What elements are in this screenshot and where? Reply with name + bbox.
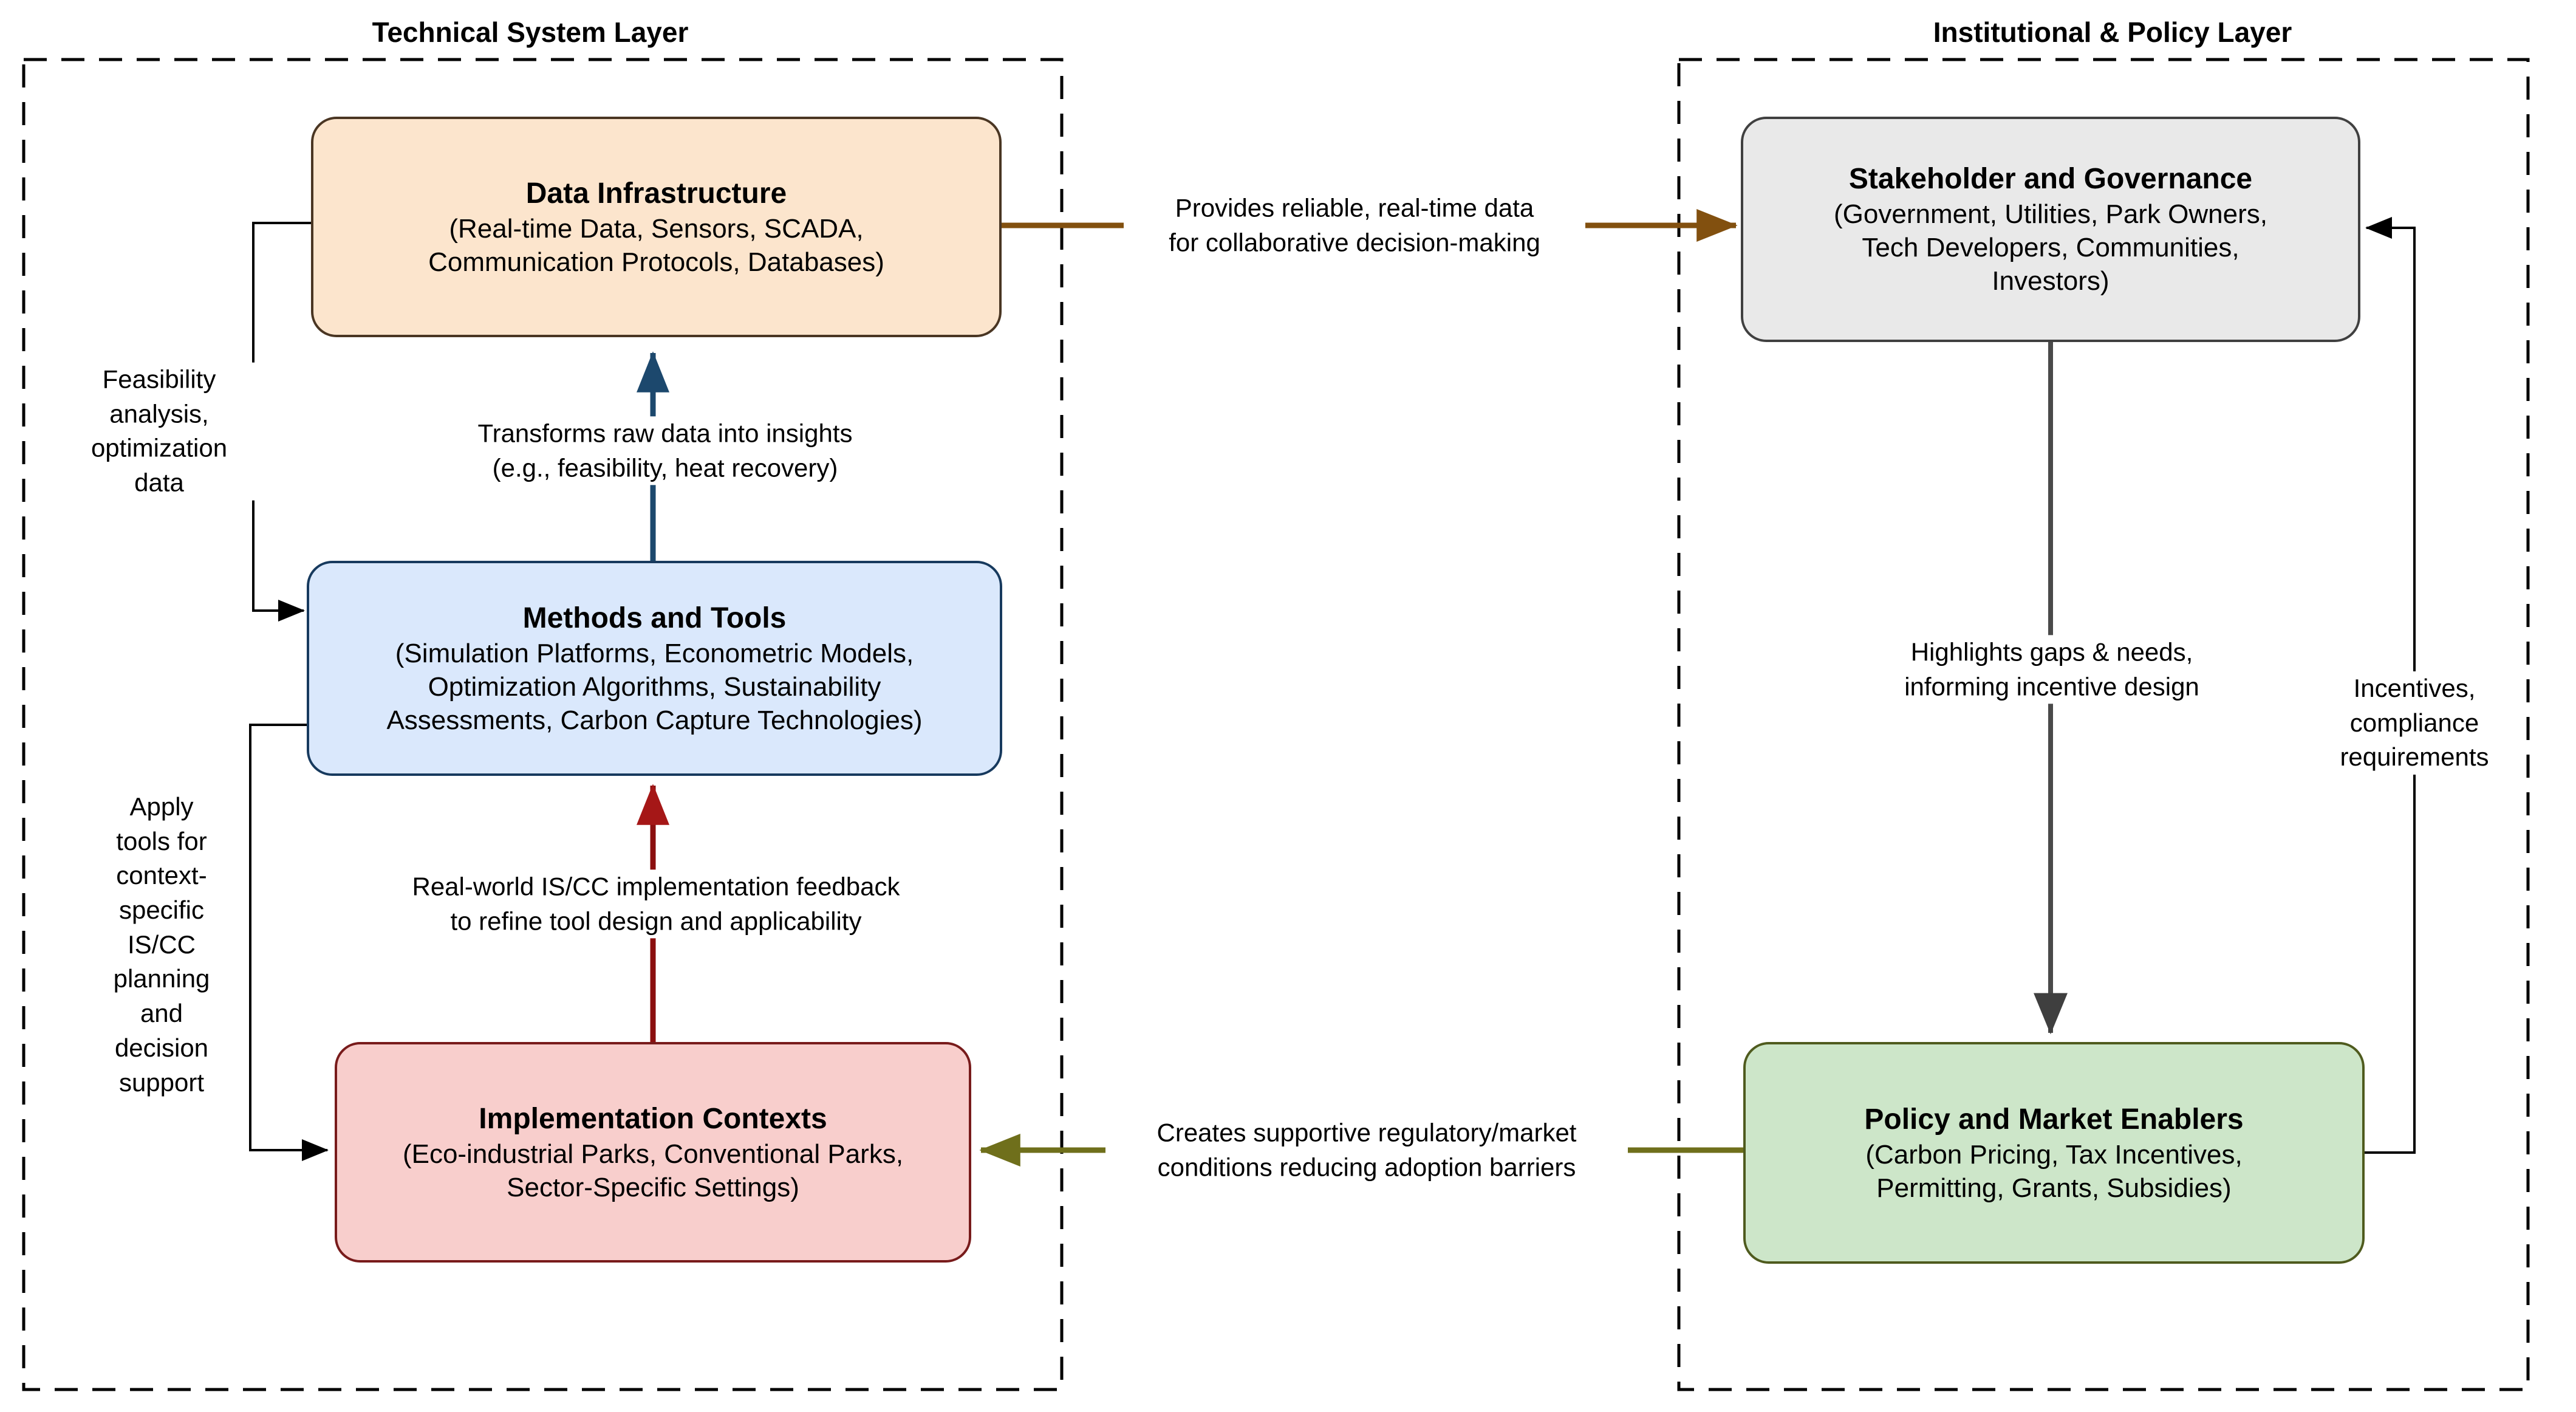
node-title-implementation-contexts: Implementation Contexts	[479, 1102, 827, 1135]
node-policy-and-market-enablers: Policy and Market Enablers (Carbon Prici…	[1743, 1042, 2365, 1264]
edge-label-data-to-stakeholder: Provides reliable, real-time data for co…	[1124, 191, 1585, 260]
node-data-infrastructure: Data Infrastructure (Real-time Data, Sen…	[311, 117, 1002, 337]
technical-layer-container	[22, 58, 1064, 1391]
edge-label-feasibility-analysis: Feasibility analysis, optimization data	[59, 362, 259, 501]
edge-label-policy-to-stakeholder: Incentives, compliance requirements	[2323, 671, 2506, 775]
node-stakeholder-and-governance: Stakeholder and Governance (Government, …	[1741, 117, 2360, 342]
node-methods-and-tools: Methods and Tools (Simulation Platforms,…	[307, 561, 1002, 776]
node-subtitle-data-infrastructure: (Real-time Data, Sensors, SCADA, Communi…	[428, 213, 884, 277]
node-title-stakeholder-and-governance: Stakeholder and Governance	[1848, 163, 2253, 195]
node-title-data-infrastructure: Data Infrastructure	[525, 177, 787, 210]
edge-label-stakeholder-to-policy: Highlights gaps & needs, informing incen…	[1876, 635, 2228, 704]
edge-data-to-methods-feedback	[252, 222, 311, 622]
node-title-methods-and-tools: Methods and Tools	[522, 601, 787, 634]
edge-label-apply-tools: Apply tools for context- specific IS/CC …	[79, 789, 244, 1100]
node-subtitle-stakeholder-and-governance: (Government, Utilities, Park Owners, Tec…	[1834, 199, 2267, 296]
node-title-policy-and-market-enablers: Policy and Market Enablers	[1864, 1103, 2244, 1136]
institutional-layer-title: Institutional & Policy Layer	[1933, 16, 2292, 48]
node-subtitle-methods-and-tools: (Simulation Platforms, Econometric Model…	[386, 638, 923, 735]
edge-label-policy-to-implementation: Creates supportive regulatory/market con…	[1105, 1116, 1628, 1185]
institutional-layer-container	[1677, 58, 2530, 1391]
edge-label-methods-to-data: Transforms raw data into insights (e.g.,…	[416, 416, 914, 485]
node-subtitle-policy-and-market-enablers: (Carbon Pricing, Tax Incentives, Permitt…	[1865, 1139, 2243, 1203]
node-subtitle-implementation-contexts: (Eco-industrial Parks, Conventional Park…	[402, 1139, 904, 1202]
technical-layer-title: Technical System Layer	[372, 16, 689, 48]
node-implementation-contexts: Implementation Contexts (Eco-industrial …	[335, 1042, 971, 1263]
edge-methods-to-implementation-apply	[249, 724, 329, 1161]
edge-label-implementation-to-methods: Real-world IS/CC implementation feedback…	[383, 869, 929, 939]
